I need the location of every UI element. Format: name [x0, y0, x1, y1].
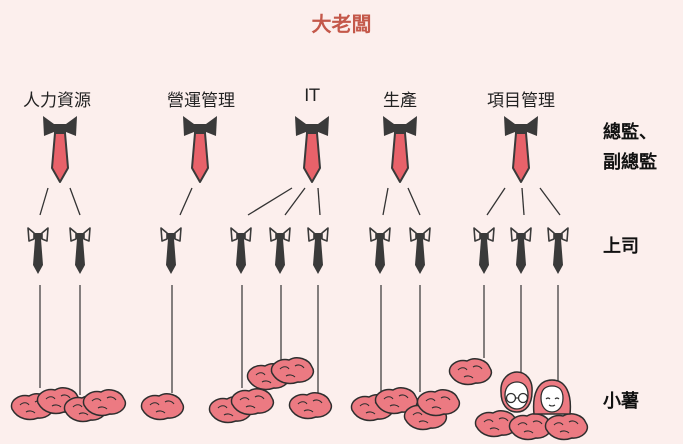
potato-icon: [544, 413, 589, 441]
potato-icon: [270, 357, 315, 385]
manager-tie-icon: [269, 227, 291, 275]
potato-icon: [448, 358, 493, 386]
dept-label-operations: 營運管理: [167, 91, 235, 111]
level-label-director-line2: 副總監: [603, 152, 657, 173]
manager-staff-connectors: [39, 285, 559, 395]
dept-label-hr: 人力資源: [23, 91, 91, 111]
director-manager-connectors: [39, 187, 561, 216]
person-long-hair-icon: [532, 379, 572, 415]
potato-icon: [288, 392, 333, 420]
dept-label-project-management: 項目管理: [487, 91, 555, 111]
manager-tie-icon: [27, 227, 49, 275]
potato-icon: [140, 393, 185, 421]
potato-icon: [416, 389, 461, 417]
manager-tie-icon: [69, 227, 91, 275]
staff-people-icons: [500, 371, 572, 415]
manager-tie-icon: [510, 227, 532, 275]
manager-tie-icon: [160, 227, 182, 275]
potato-icon: [230, 388, 275, 416]
chart-title: 大老闆: [311, 12, 372, 36]
director-tie-icon: [382, 115, 418, 183]
level-label-director-line1: 總監、: [603, 122, 657, 143]
manager-tie-icon: [307, 227, 329, 275]
person-with-glasses-icon: [500, 371, 533, 413]
dept-label-it: IT: [304, 86, 320, 106]
manager-tie-icon: [230, 227, 252, 275]
director-tie-icon: [294, 115, 330, 183]
level-label-director: 總監、 副總監: [603, 118, 657, 178]
manager-tie-icon: [547, 227, 569, 275]
manager-tie-icon: [473, 227, 495, 275]
potato-icon: [82, 389, 127, 417]
level-label-staff: 小薯: [603, 391, 639, 412]
manager-ties: [27, 227, 569, 275]
director-ties: [42, 115, 539, 183]
manager-tie-icon: [409, 227, 431, 275]
director-tie-icon: [42, 115, 78, 183]
level-label-manager: 上司: [603, 236, 639, 257]
director-tie-icon: [503, 115, 539, 183]
dept-label-production: 生產: [383, 91, 417, 111]
director-tie-icon: [182, 115, 218, 183]
manager-tie-icon: [369, 227, 391, 275]
